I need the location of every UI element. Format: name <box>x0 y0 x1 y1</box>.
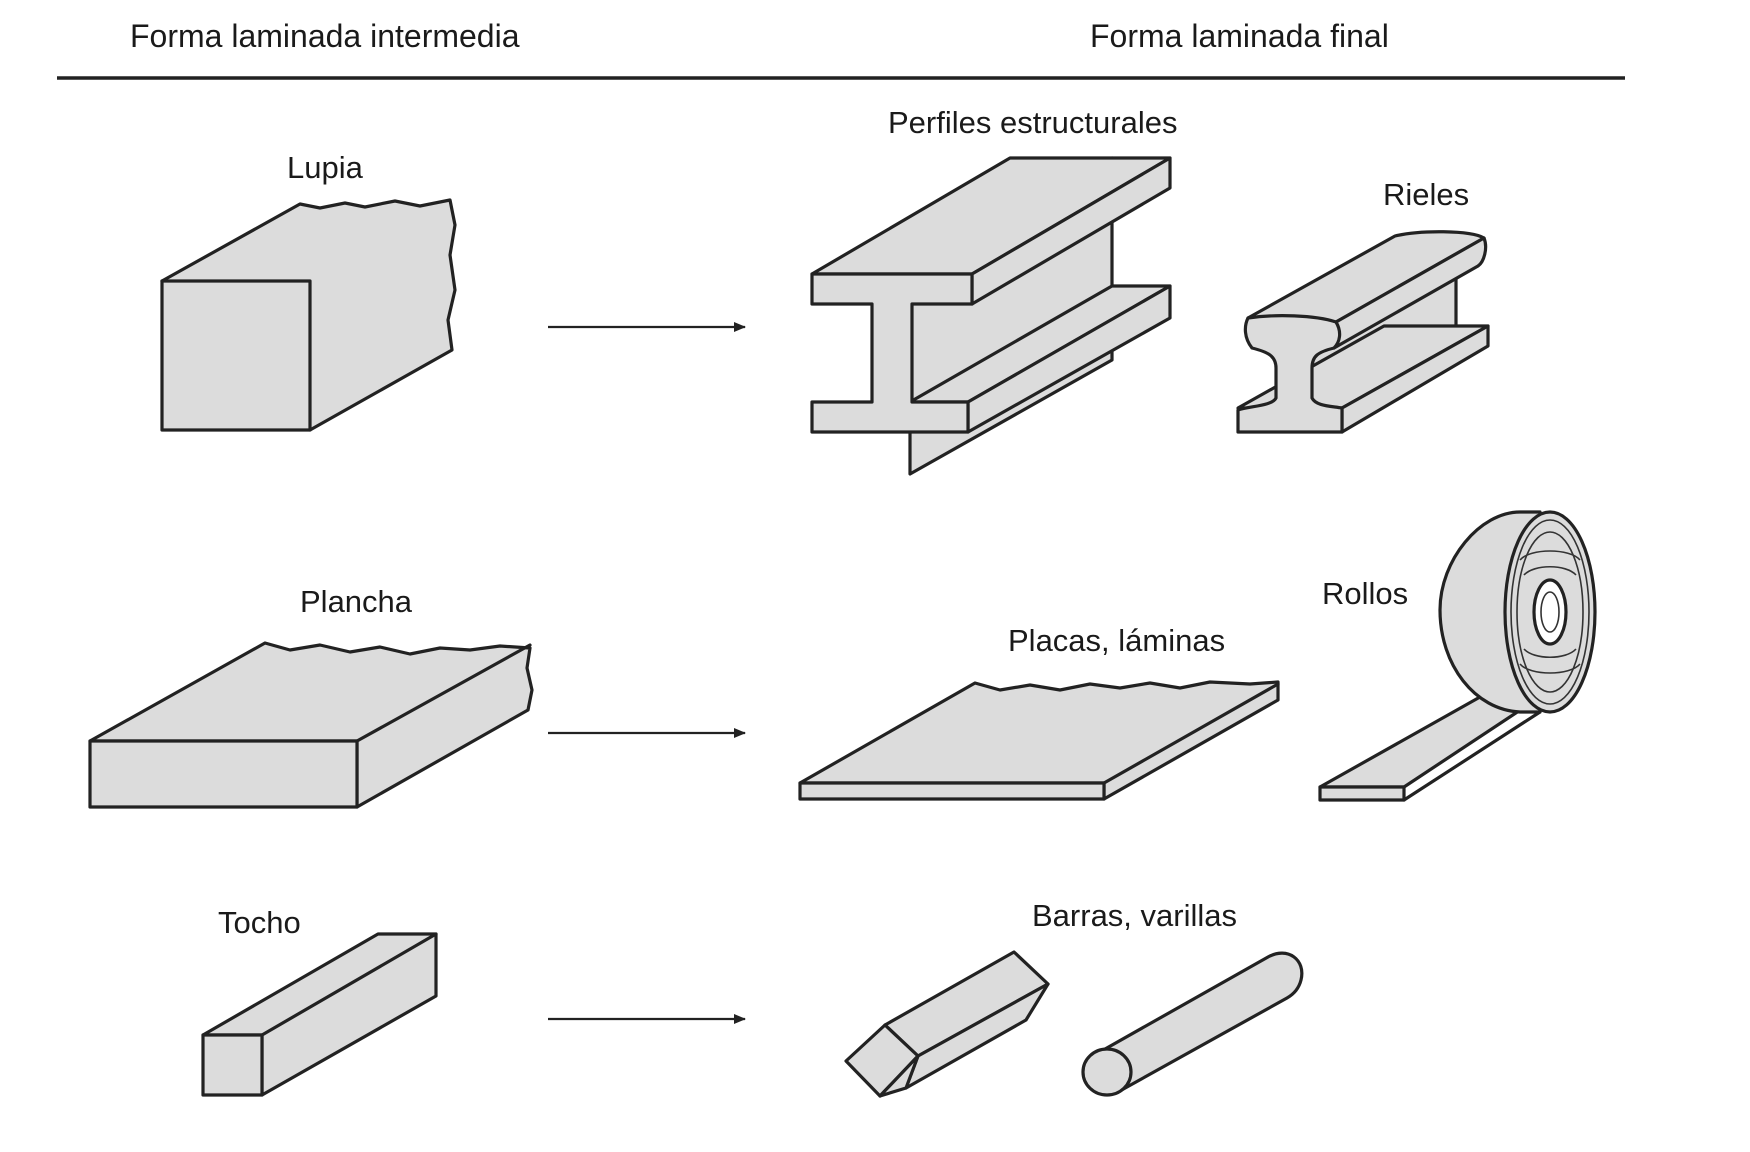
rail-shape <box>1236 230 1490 434</box>
billet-shape <box>201 932 438 1097</box>
label-plancha: Plancha <box>300 584 413 619</box>
square-bar-shape <box>844 950 1050 1098</box>
coil-shape <box>1318 510 1597 802</box>
label-perfiles: Perfiles estructurales <box>888 105 1177 140</box>
i-beam-shape <box>810 156 1172 476</box>
label-barras: Barras, varillas <box>1032 898 1237 933</box>
header-intermediate: Forma laminada intermedia <box>130 18 520 54</box>
slab-shape <box>88 641 534 809</box>
label-placas: Placas, láminas <box>1008 623 1225 658</box>
label-lupia: Lupia <box>287 150 364 185</box>
header-final: Forma laminada final <box>1090 18 1389 54</box>
bloom-shape <box>160 198 457 432</box>
label-tocho: Tocho <box>218 905 301 940</box>
round-bar-shape <box>1081 951 1304 1097</box>
label-rieles: Rieles <box>1383 177 1469 212</box>
label-rollos: Rollos <box>1322 576 1408 611</box>
plate-shape <box>798 680 1280 801</box>
